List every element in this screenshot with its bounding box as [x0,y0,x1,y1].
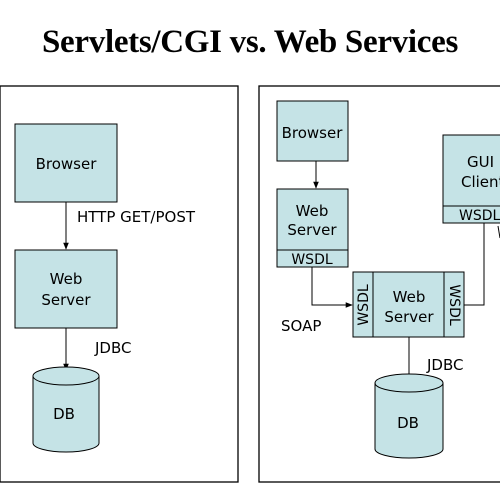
gui-client-connector [464,223,485,306]
left-db-label: DB [53,405,75,423]
right-web-server-label-2: Server [287,221,337,239]
left-http-label: HTTP GET/POST [77,208,196,226]
web-service-label-1: Web [393,288,426,306]
right-web-server-label-1: Web [296,202,329,220]
left-jdbc-label: JDBC [94,339,131,357]
left-browser-box: Browser [14,123,118,203]
web-service-wsdl-left: WSDL [356,284,372,326]
left-db-cylinder: DB [32,366,100,453]
right-panel-frame [258,85,500,483]
left-web-server-box: Web Server [14,249,118,329]
gui-client-wsdl: WSDL [459,208,500,224]
soap-arrow [311,267,353,308]
left-browser-label: Browser [36,155,98,173]
right-db-cylinder: DB [374,373,444,459]
right-db-label: DB [397,414,419,432]
soap-label: SOAP [281,317,321,335]
right-web-server-wsdl: WSDL [291,252,333,268]
right-jdbc-label: JDBC [426,356,463,374]
right-web-server-box: Web Server WSDL [276,188,349,268]
web-service-wsdl-right: WSDL [446,284,462,326]
gui-client-box: GUI Client WSDL [442,134,500,224]
web-service-box: Web Server WSDL WSDL [352,271,465,338]
gui-client-label-1: GUI [467,153,494,171]
right-browser-label: Browser [282,124,344,142]
left-web-server-label-2: Server [41,291,91,309]
left-web-server-label-1: Web [50,270,83,288]
web-service-label-2: Server [384,308,434,326]
page-title: Servlets/CGI vs. Web Services [42,24,458,60]
right-browser-box: Browser [276,100,349,162]
gui-client-label-2: Client [461,173,500,191]
left-panel-frame [0,85,239,483]
